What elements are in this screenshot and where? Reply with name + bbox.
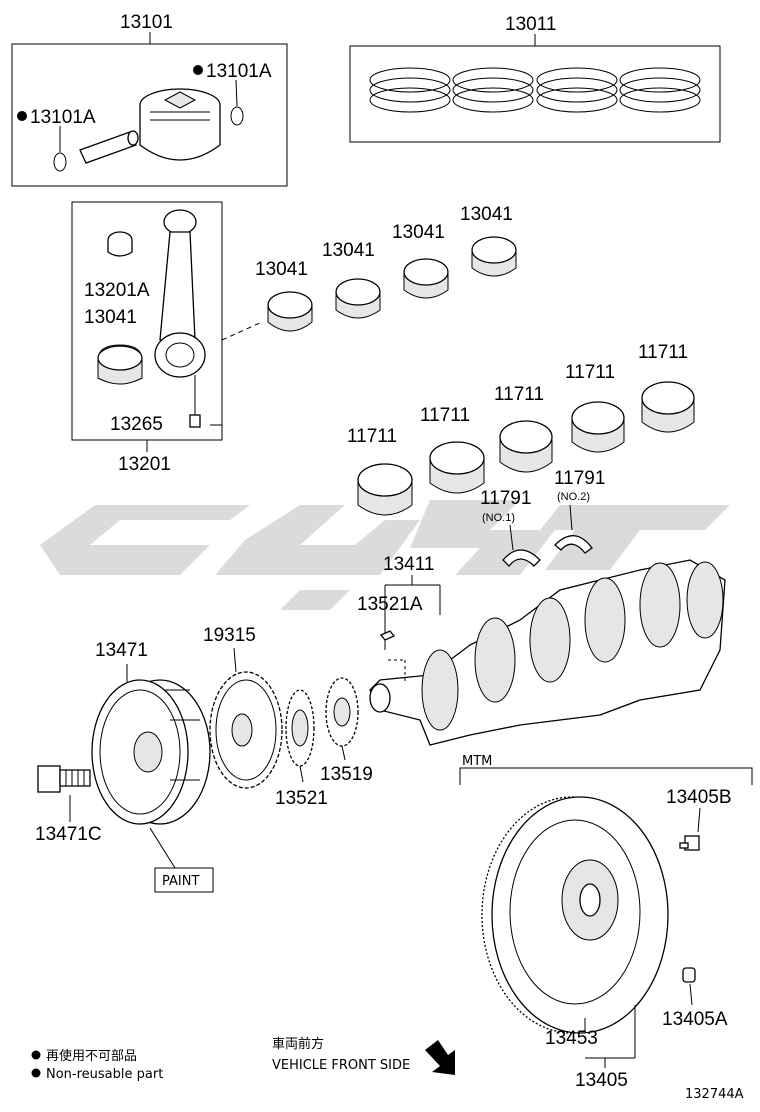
direction-jp: 車両前方 — [272, 1036, 324, 1052]
piston-ring-box — [349, 45, 721, 143]
piston-ring-set — [369, 67, 701, 113]
connecting-rod — [154, 209, 206, 428]
snap-ring-right — [230, 106, 244, 126]
crankshaft-sprocket — [285, 689, 315, 767]
label-11711-d: 11711 — [420, 405, 470, 426]
label-13101a-top: 13101A — [206, 61, 272, 82]
crankshaft — [369, 559, 726, 746]
non-reusable-dot-2 — [17, 111, 27, 121]
label-13265: 13265 — [110, 414, 163, 435]
flywheel — [481, 796, 669, 1034]
legend-en: Non-reusable part — [46, 1067, 163, 1082]
thrust-washer-no2 — [554, 535, 593, 554]
label-13521a: 13521A — [357, 594, 423, 615]
drawing-number: 132744A — [685, 1087, 744, 1102]
label-11791-no1-sub: (NO.1) — [482, 512, 515, 524]
label-13519: 13519 — [320, 764, 373, 785]
label-13471c: 13471C — [35, 824, 102, 845]
piston-pin — [79, 130, 139, 164]
label-13453: 13453 — [545, 1028, 598, 1049]
label-13101a-left: 13101A — [30, 107, 96, 128]
snap-ring-left — [53, 152, 67, 172]
label-11711-e: 11711 — [347, 426, 397, 447]
label-13041-b: 13041 — [392, 222, 445, 243]
label-13411: 13411 — [383, 554, 434, 575]
non-reusable-dot-1 — [193, 65, 203, 75]
label-11791-no1: 11791 — [480, 488, 531, 509]
label-13405: 13405 — [575, 1070, 628, 1091]
label-11791-no2: 11791 — [554, 468, 605, 489]
label-13471: 13471 — [95, 640, 148, 661]
label-13101: 13101 — [120, 12, 173, 33]
timing-rotor — [209, 671, 283, 789]
pulley-bolt — [37, 765, 91, 793]
paint-note-box — [154, 867, 214, 893]
thrust-washer-no1 — [502, 549, 541, 567]
arrow-down-right-icon — [425, 1040, 455, 1075]
dowel-pin — [682, 967, 696, 983]
paint-label: PAINT — [162, 874, 199, 889]
label-13201: 13201 — [118, 454, 171, 475]
label-13041-c: 13041 — [322, 240, 375, 261]
label-13041-e: 13041 — [84, 307, 137, 328]
main-bearings — [357, 381, 695, 516]
label-13521: 13521 — [275, 788, 328, 809]
mtm-label: MTM — [462, 754, 492, 769]
label-13041-a: 13041 — [460, 204, 513, 225]
crankshaft-gear — [325, 677, 359, 747]
label-13405a: 13405A — [662, 1009, 728, 1030]
crankshaft-pulley — [91, 679, 211, 825]
label-13011: 13011 — [505, 14, 556, 35]
rod-bearings — [267, 236, 517, 332]
flywheel-bolt — [679, 835, 700, 851]
rod-bushing — [107, 231, 133, 257]
filled-dot-icon — [31, 1050, 41, 1060]
label-11711-c: 11711 — [494, 384, 544, 405]
legend-jp: 再使用不可部品 — [46, 1048, 137, 1064]
direction-en: VEHICLE FRONT SIDE — [272, 1058, 410, 1073]
label-11711-b: 11711 — [565, 362, 615, 383]
label-19315: 19315 — [203, 625, 256, 646]
label-11791-no2-sub: (NO.2) — [557, 491, 590, 503]
crank-key — [379, 630, 396, 641]
rod-bearing-in-box — [97, 344, 143, 385]
label-13405b: 13405B — [666, 787, 732, 808]
label-13041-d: 13041 — [255, 259, 308, 280]
label-13201a: 13201A — [84, 280, 150, 301]
filled-dot-icon-2 — [31, 1068, 41, 1078]
label-11711-a: 11711 — [638, 342, 688, 363]
piston — [139, 88, 221, 161]
